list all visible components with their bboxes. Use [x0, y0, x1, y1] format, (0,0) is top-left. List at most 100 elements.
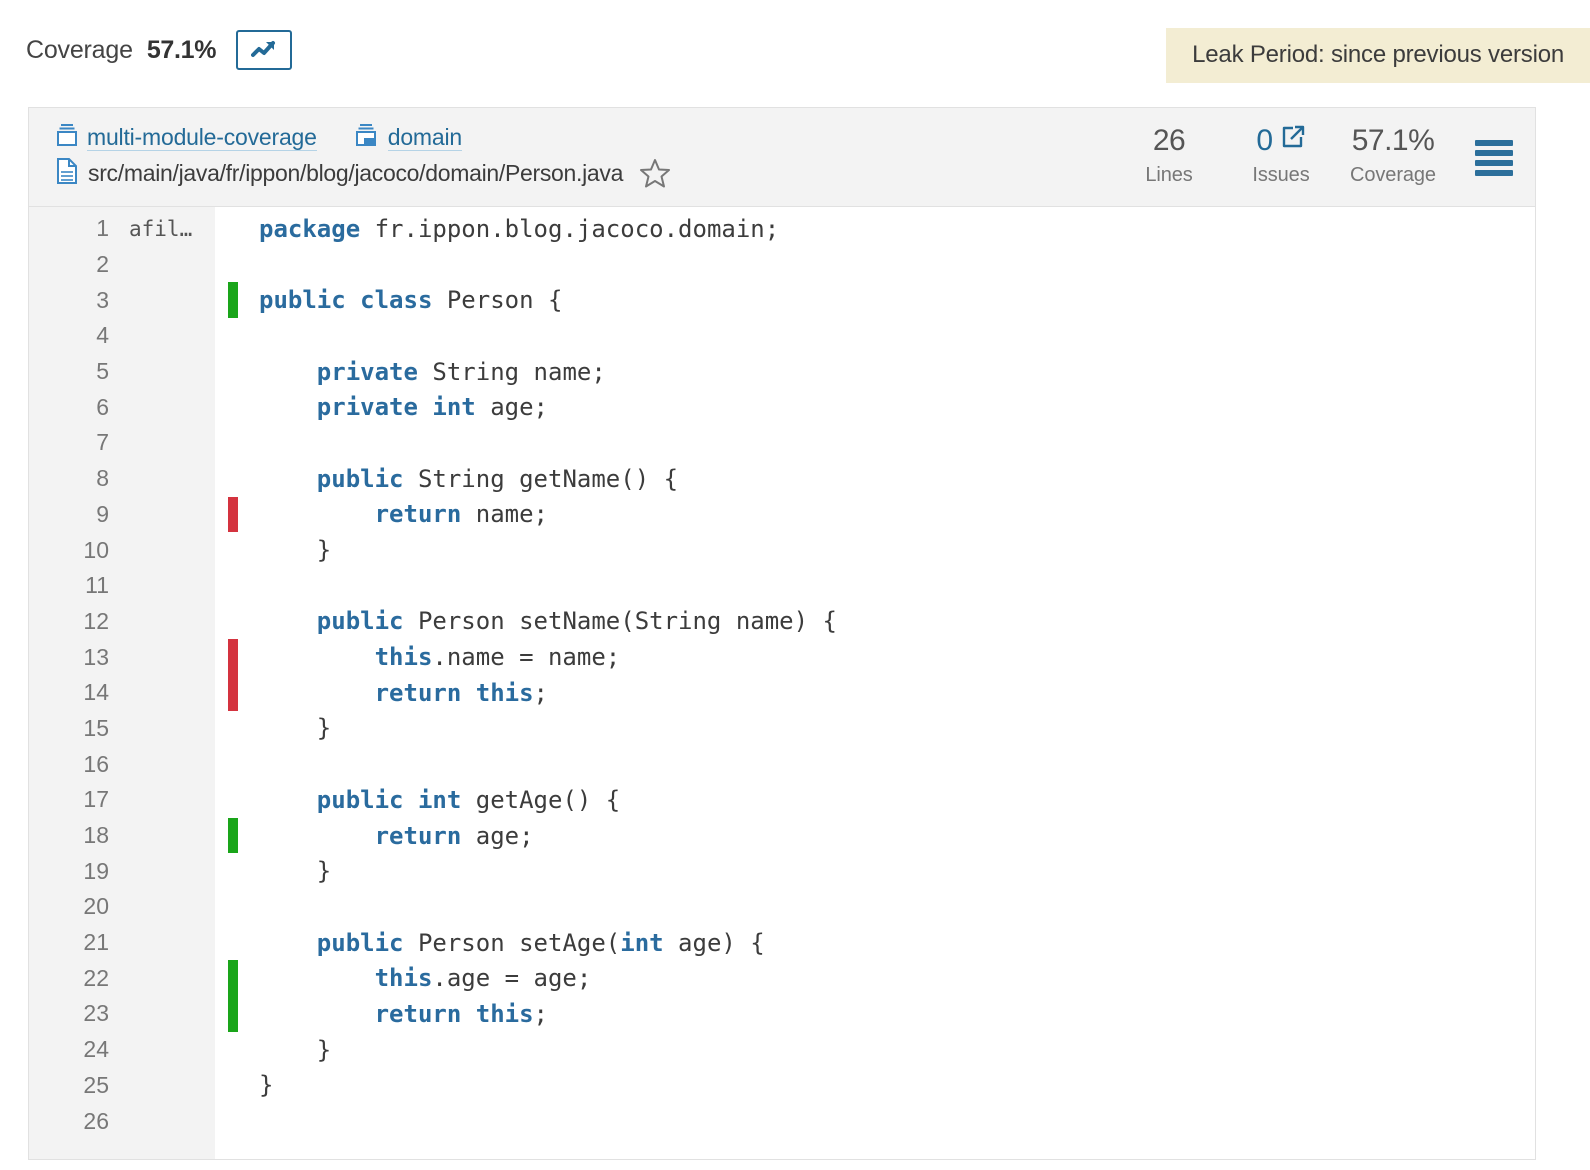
coverage-marker-red[interactable] [228, 639, 238, 675]
coverage-marker-green[interactable] [228, 960, 238, 997]
metric-lines-label: Lines [1145, 163, 1193, 186]
code-text: return name; [238, 502, 548, 526]
code-line: 20 [29, 889, 1535, 925]
star-outline-icon[interactable] [639, 158, 671, 189]
code-text: public class Person { [238, 288, 562, 312]
code-line: 15 } [29, 711, 1535, 747]
code-line: 10 } [29, 532, 1535, 568]
breadcrumb-item-module[interactable]: multi-module-coverage [56, 123, 317, 152]
line-number[interactable]: 6 [96, 393, 109, 420]
file-path-row: src/main/java/fr/ippon/blog/jacoco/domai… [56, 158, 1113, 189]
hamburger-menu-icon[interactable] [1475, 140, 1513, 176]
code-token [259, 822, 375, 850]
code-keyword: this [374, 964, 433, 993]
metric-issues[interactable]: 0 Issues [1225, 124, 1337, 187]
code-keyword: return this [374, 678, 534, 707]
file-header-metrics: 26 Lines 0 Issues 57.1% [1113, 121, 1535, 187]
code-token: } [259, 857, 332, 886]
code-line: 23 return this; [29, 996, 1535, 1032]
line-number[interactable]: 26 [83, 1107, 109, 1134]
code-token: .age = age; [432, 964, 592, 993]
line-number[interactable]: 21 [83, 929, 109, 956]
trend-up-icon [251, 38, 277, 63]
code-line: 7 [29, 425, 1535, 461]
coverage-marker-green[interactable] [228, 817, 238, 854]
line-number[interactable]: 14 [83, 679, 109, 706]
code-keyword: public int [316, 785, 462, 814]
code-line: 11 [29, 568, 1535, 604]
line-number[interactable]: 23 [83, 1000, 109, 1027]
line-number[interactable]: 9 [96, 500, 109, 527]
code-keyword: public [316, 607, 404, 636]
metric-lines: 26 Lines [1113, 124, 1225, 187]
coverage-trend-button[interactable] [236, 30, 293, 70]
code-line: 22 this.age = age; [29, 960, 1535, 997]
code-line: 18 return age; [29, 817, 1535, 854]
code-token: String name; [417, 357, 606, 386]
line-number[interactable]: 24 [83, 1036, 109, 1063]
line-number[interactable]: 15 [83, 714, 109, 741]
code-token [259, 964, 375, 992]
code-text: return this; [238, 681, 548, 705]
code-token: age) { [663, 928, 765, 957]
coverage-marker-red[interactable] [228, 496, 238, 533]
code-line: 24 } [29, 1032, 1535, 1068]
code-token [259, 358, 317, 386]
code-line: 6 private int age; [29, 389, 1535, 425]
code-text: } [238, 716, 331, 740]
coverage-summary: Coverage 57.1% [26, 30, 293, 70]
code-text: private int age; [238, 395, 548, 419]
code-line: 12 public Person setName(String name) { [29, 604, 1535, 640]
code-token: Person { [432, 286, 563, 315]
code-token: Person setName(String name) { [403, 607, 837, 636]
line-number[interactable]: 25 [83, 1071, 109, 1098]
code-text: this.age = age; [238, 964, 592, 993]
line-number[interactable]: 10 [83, 536, 109, 563]
line-number[interactable]: 17 [83, 786, 109, 813]
code-keyword: private int [316, 393, 476, 422]
line-number[interactable]: 1 [96, 215, 109, 242]
code-token: Person setAge( [403, 928, 621, 957]
code-keyword: this [374, 643, 433, 672]
metric-issues-value: 0 [1256, 124, 1273, 157]
code-token [259, 465, 317, 493]
line-number[interactable]: 4 [96, 322, 109, 349]
coverage-marker-green[interactable] [228, 282, 238, 319]
breadcrumb-item-submodule[interactable]: domain [355, 123, 462, 152]
line-number[interactable]: 3 [96, 286, 109, 313]
scm-author[interactable]: afil… [129, 216, 193, 241]
line-number[interactable]: 5 [96, 358, 109, 385]
code-text: return this; [238, 1002, 548, 1026]
code-text: } [238, 538, 331, 562]
coverage-marker-none [228, 354, 238, 390]
code-token [259, 500, 375, 528]
line-number[interactable]: 2 [96, 251, 109, 278]
line-number[interactable]: 7 [96, 429, 109, 456]
code-line: 4 [29, 318, 1535, 354]
line-number[interactable]: 12 [83, 607, 109, 634]
coverage-marker-none [228, 711, 238, 747]
breadcrumb-link-module[interactable]: multi-module-coverage [87, 123, 317, 152]
code-token [259, 679, 375, 707]
line-number[interactable]: 16 [83, 750, 109, 777]
line-number[interactable]: 18 [83, 822, 109, 849]
line-number[interactable]: 19 [83, 857, 109, 884]
coverage-marker-red[interactable] [228, 674, 238, 711]
coverage-value: 57.1% [146, 35, 217, 64]
line-number[interactable]: 13 [83, 643, 109, 670]
source-viewer-panel: multi-module-coverage domain [28, 107, 1536, 1160]
line-number[interactable]: 11 [85, 572, 109, 599]
code-text: public String getName() { [238, 467, 678, 491]
line-number[interactable]: 22 [83, 964, 109, 991]
coverage-marker-none [228, 746, 238, 782]
coverage-marker-none [228, 318, 238, 354]
code-keyword: public [316, 464, 404, 493]
line-number[interactable]: 20 [83, 893, 109, 920]
breadcrumb-link-submodule[interactable]: domain [387, 123, 462, 152]
line-number[interactable]: 8 [96, 465, 109, 492]
external-link-icon[interactable] [1280, 124, 1306, 159]
coverage-marker-green[interactable] [228, 996, 238, 1032]
code-token: } [259, 1035, 332, 1064]
code-token [259, 393, 317, 421]
